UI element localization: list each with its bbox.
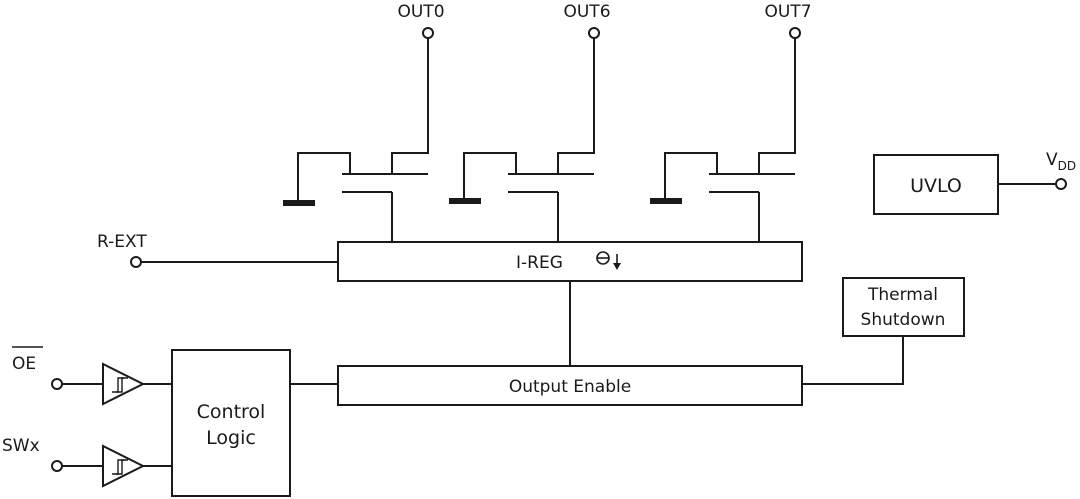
- out6-drain-wire: [557, 38, 595, 174]
- swx-pin: [51, 460, 63, 472]
- transistor-7: [664, 152, 795, 242]
- out0-drain-wire: [391, 38, 429, 174]
- output-enable-block: Output Enable: [337, 365, 803, 406]
- transistor-0: [297, 152, 428, 242]
- swx-input: SWx: [2, 436, 172, 488]
- uvlo-box: [873, 154, 999, 215]
- out7-drain-wire: [758, 38, 796, 174]
- thermal-line1: Thermal: [867, 285, 938, 305]
- ground-bar-icon: [650, 198, 682, 204]
- control-logic-box: [171, 349, 291, 497]
- thermal-shutdown-block: Thermal Shutdown: [802, 277, 965, 385]
- output-enable-label: Output Enable: [509, 377, 631, 397]
- out7-label: OUT7: [764, 2, 811, 22]
- oe-pin: [51, 378, 63, 390]
- vdd-pin: [1055, 178, 1067, 190]
- ireg-block: I-REG: [337, 241, 803, 282]
- ground-bar-icon: [283, 200, 315, 206]
- ireg-box: [337, 241, 803, 282]
- out6-pin: [588, 27, 600, 39]
- output-channel-0: OUT0: [283, 2, 445, 242]
- rext-pin: [130, 256, 142, 268]
- output-channel-6: OUT6: [449, 2, 611, 242]
- vdd-label: VDD: [1046, 150, 1076, 173]
- rext-input: R-EXT: [97, 232, 338, 268]
- out6-label: OUT6: [563, 2, 610, 22]
- oe-input: OE: [12, 346, 172, 406]
- schmitt-buffer-icon: [102, 362, 146, 406]
- ireg-label: I-REG: [516, 253, 563, 273]
- control-logic-line2: Logic: [206, 427, 256, 449]
- thermal-wire: [802, 336, 904, 385]
- out0-pin: [422, 27, 434, 39]
- out0-label: OUT0: [397, 2, 444, 22]
- rext-label: R-EXT: [97, 232, 147, 252]
- thermal-line2: Shutdown: [861, 310, 946, 330]
- oe-label: OE: [12, 354, 36, 374]
- ground-bar-icon: [449, 198, 481, 204]
- schmitt-buffer-icon: [102, 444, 146, 488]
- output-channel-7: OUT7: [650, 2, 812, 242]
- uvlo-block: UVLO VDD: [873, 150, 1076, 215]
- thermal-shutdown-box: [842, 277, 965, 337]
- swx-label: SWx: [2, 436, 40, 456]
- out7-pin: [789, 27, 801, 39]
- control-logic-block: Control Logic: [171, 349, 338, 497]
- transistor-6: [463, 152, 594, 242]
- current-source-icon: [596, 251, 621, 270]
- uvlo-label: UVLO: [910, 175, 962, 197]
- control-logic-line1: Control: [197, 401, 266, 423]
- output-enable-box: [337, 365, 803, 406]
